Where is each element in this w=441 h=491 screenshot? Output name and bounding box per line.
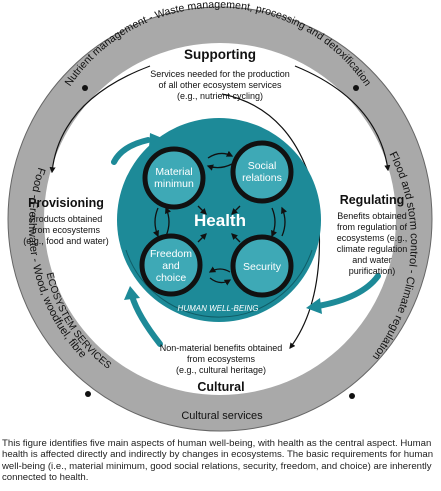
supporting-title: Supporting — [184, 47, 256, 62]
regulating-line: ecosystems (e.g., — [337, 233, 408, 243]
human-wellbeing-label: HUMAN WELL-BEING — [178, 304, 259, 313]
provisioning-title: Provisioning — [28, 196, 104, 210]
cultural-line: Non-material benefits obtained — [160, 343, 283, 353]
ring-dot — [82, 85, 88, 91]
wellbeing-rim — [125, 249, 313, 318]
supporting-line: Services needed for the production — [150, 69, 290, 79]
material-label-2: minimun — [154, 178, 194, 190]
material-label-1: Material — [155, 166, 192, 178]
freedom-label-1: Freedom — [150, 248, 192, 260]
teal-arrow-provisioning — [111, 137, 151, 165]
social-label-1: Social — [248, 160, 277, 172]
ecosystem-services-diagram: Nutrient management - Waste management, … — [7, 0, 433, 432]
freedom-label-3: choice — [156, 272, 187, 284]
health-label: Health — [194, 211, 246, 230]
material-minimum-node: Material minimun — [142, 146, 206, 210]
provisioning-line: from ecosystems — [32, 225, 101, 235]
cultural-line: from ecosystems — [187, 354, 256, 364]
regulating-line: Benefits obtained — [337, 211, 407, 221]
ring-dot — [353, 85, 359, 91]
cultural-services-label: Cultural services — [181, 410, 263, 422]
freedom-label-2: and — [162, 260, 180, 272]
ring-dot — [85, 391, 91, 397]
social-label-2: relations — [242, 172, 282, 184]
teal-arrow-cultural — [129, 293, 163, 347]
regulating-title: Regulating — [340, 193, 405, 207]
supporting-line: of all other ecosystem services — [158, 80, 282, 90]
provisioning-line: (e.g., food and water) — [23, 236, 109, 246]
freedom-choice-node: Freedom and choice — [139, 233, 203, 297]
inner-arrows — [152, 150, 288, 286]
teal-arrow-regulating — [315, 273, 381, 309]
arrow-supporting-to-regulating — [294, 65, 391, 172]
arrow-supporting-to-provisioning — [49, 65, 151, 174]
regulating-line: from regulation of — [337, 222, 408, 232]
regulating-line: purification) — [349, 266, 396, 276]
security-node: Security — [230, 234, 294, 298]
teal-arrowhead — [306, 298, 322, 314]
ring-dot — [349, 393, 355, 399]
security-label: Security — [243, 261, 282, 273]
cultural-title: Cultural — [197, 380, 244, 394]
figure-caption: This figure identifies five main aspects… — [2, 438, 434, 483]
social-relations-node: Social relations — [230, 140, 294, 204]
provisioning-line: Products obtained — [30, 214, 103, 224]
regulating-line: climate regulation — [337, 244, 408, 254]
cultural-line: (e.g., cultural heritage) — [176, 365, 266, 375]
regulating-line: and water — [352, 255, 392, 265]
supporting-line: (e.g., nutrient cycling) — [177, 91, 263, 101]
teal-arrowhead — [124, 286, 140, 300]
